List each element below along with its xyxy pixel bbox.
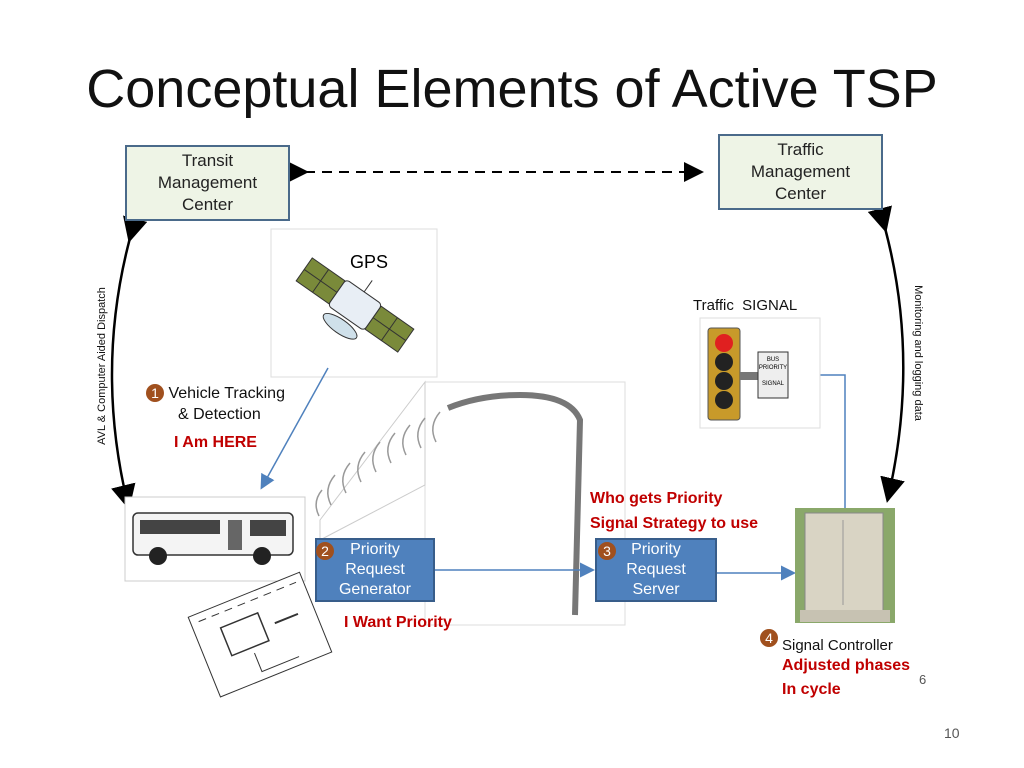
gps-label: GPS (350, 252, 389, 272)
sign-line-1: BUS (766, 357, 780, 363)
step3-note1: Who gets Priority (590, 490, 723, 507)
step4-note1: Adjusted phases (782, 657, 911, 674)
sign-line-2: PRIORITY (758, 365, 788, 371)
step4-badge: 4 (760, 629, 778, 647)
generator-line-2: Request (345, 561, 405, 578)
road-detector-sketch (187, 571, 333, 698)
step1-line2: & Detection (178, 406, 261, 423)
server-line-2: Request (626, 561, 686, 578)
server-line-1: Priority (631, 541, 681, 558)
generator-line-3: Generator (338, 581, 412, 598)
priority-request-server: Priority Request Server (595, 538, 717, 602)
light-pole (446, 391, 584, 616)
traffic-management-center: Traffic Management Center (718, 134, 883, 210)
step3-badge: 3 (598, 542, 616, 560)
step1-note: I Am HERE (174, 434, 257, 451)
avl-arc-arrow (110, 215, 148, 510)
step3-note2: Signal Strategy to use (590, 515, 759, 532)
sign-line-3: SIGNAL (761, 381, 784, 387)
bus-priority-sign: BUS PRIORITY SIGNAL (758, 356, 788, 388)
satellite-icon (295, 257, 415, 353)
step1-badge: 1 (146, 384, 164, 402)
slide-title: Conceptual Elements of Active TSP (86, 59, 938, 119)
step2-badge: 2 (316, 542, 334, 560)
monitoring-arc-arrow (867, 205, 905, 503)
radio-waves-icon (315, 411, 441, 517)
avl-label: AVL & Computer Aided Dispatch (96, 287, 108, 445)
transit-line-3: Center (181, 195, 234, 214)
traffic-light-icon (707, 327, 789, 421)
step4-note2: In cycle (782, 681, 841, 698)
priority-request-generator: Priority Request Generator (315, 538, 435, 602)
page-number: 10 (944, 725, 960, 741)
traffic-line-3: Center (774, 184, 827, 203)
traffic-signal-label: Traffic SIGNAL (693, 297, 798, 314)
transit-line-2: Management (157, 173, 258, 192)
generator-line-1: Priority (350, 541, 400, 558)
traffic-line-2: Management (750, 162, 851, 181)
step1-block: 1 Vehicle Tracking & Detection (146, 384, 306, 424)
pole-image-frame (424, 381, 626, 626)
transit-line-1: Transit (181, 151, 234, 170)
server-line-3: Server (632, 581, 680, 598)
traffic-line-1: Traffic (777, 140, 824, 159)
step4-label: Signal Controller (782, 637, 893, 654)
monitoring-label: Monitoring and logging data (912, 285, 924, 421)
transit-management-center: Transit Management Center (125, 145, 290, 221)
small-number: 6 (919, 672, 927, 687)
gps-to-bus-arrow (260, 367, 329, 490)
bus-icon (132, 512, 294, 565)
step1-line1: Vehicle Tracking (168, 385, 285, 402)
step2-note: I Want Priority (344, 614, 452, 631)
controller-cabinet-icon (800, 512, 890, 622)
